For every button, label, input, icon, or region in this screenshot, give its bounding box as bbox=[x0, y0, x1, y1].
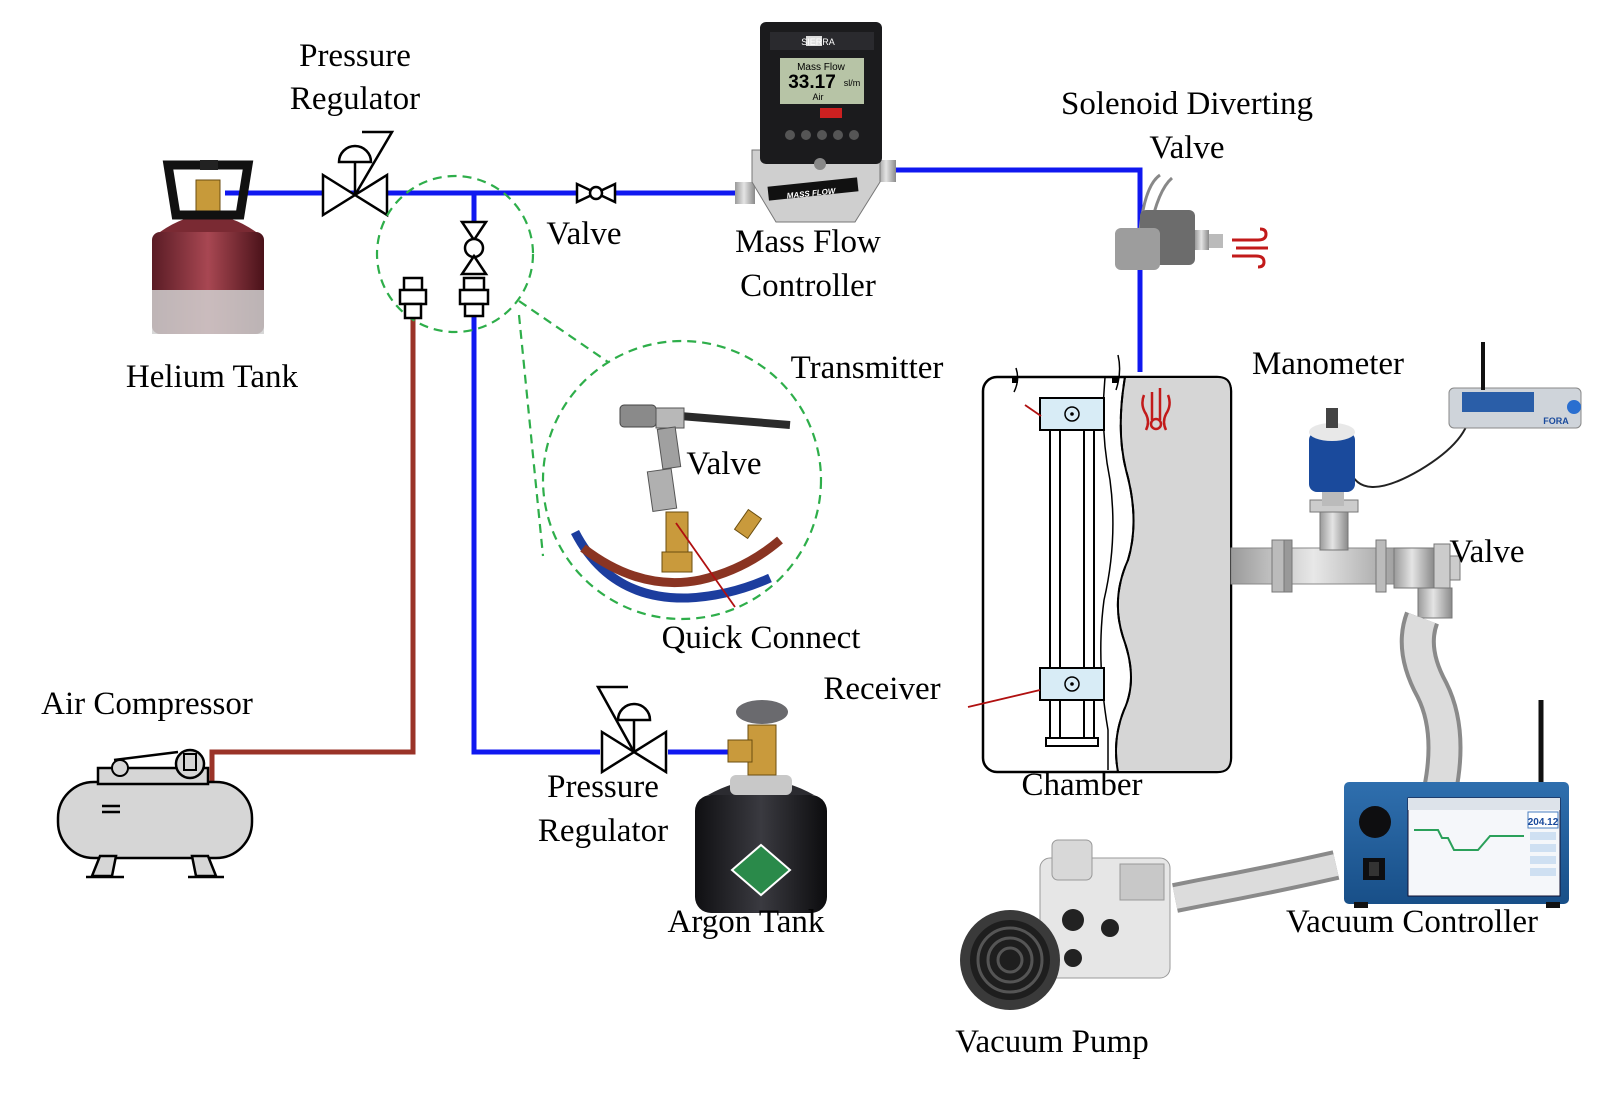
controller-display-reading: 204.12 bbox=[1528, 817, 1559, 828]
receiver-label: Receiver bbox=[823, 671, 940, 707]
heat-icon bbox=[1141, 388, 1171, 431]
manometer-icon bbox=[1309, 342, 1582, 506]
valve-tee-photo bbox=[570, 404, 791, 603]
ball-valve-icon bbox=[458, 220, 490, 318]
chamber-label: Chamber bbox=[1022, 767, 1143, 803]
mass-flow-controller-label-2: Controller bbox=[740, 268, 876, 304]
pressure-regulator-bottom-label-1: Pressure bbox=[547, 769, 659, 805]
vacuum-piping bbox=[1172, 499, 1463, 913]
helium-tank-label: Helium Tank bbox=[126, 359, 299, 395]
quick-connect-callout-line bbox=[675, 522, 736, 608]
mfc-display-unit: sl/m bbox=[844, 78, 861, 88]
mfc-display-gas: Air bbox=[813, 92, 824, 102]
zoom-connector-upper bbox=[518, 300, 609, 363]
quick-connect-icon bbox=[398, 276, 428, 320]
mfc-outlet-line bbox=[890, 167, 1143, 232]
solenoid-valve-label-1: Solenoid Diverting bbox=[1061, 86, 1313, 122]
mfc-brand: SIERRA bbox=[801, 37, 835, 47]
pressure-regulator-bottom-label-2: Regulator bbox=[538, 813, 668, 849]
transmitter-callout-line bbox=[1024, 404, 1042, 417]
mfc-display-reading: 33.17 bbox=[788, 72, 836, 93]
mass-flow-controller-icon bbox=[735, 22, 896, 223]
ball-valve-icon bbox=[575, 182, 617, 204]
vacuum-controller-icon bbox=[1344, 700, 1569, 908]
pressure-regulator-top-label-1: Pressure bbox=[299, 38, 411, 74]
argon-cylinder-icon bbox=[695, 700, 827, 913]
manometer-label: Manometer bbox=[1252, 346, 1404, 382]
gas-lines bbox=[225, 167, 1143, 755]
air-compressor-label: Air Compressor bbox=[41, 686, 253, 722]
chamber bbox=[981, 354, 1233, 774]
compressed-air-line bbox=[209, 318, 416, 790]
argon-branch-line bbox=[471, 310, 600, 755]
solenoid-valve-label-2: Valve bbox=[1149, 130, 1224, 166]
transmitter-label: Transmitter bbox=[791, 350, 944, 386]
vacuum-pump-label: Vacuum Pump bbox=[955, 1024, 1148, 1060]
solenoid-valve-icon bbox=[1115, 173, 1223, 270]
mfc-display-caption: Mass Flow bbox=[797, 62, 846, 73]
valve-top-label: Valve bbox=[546, 216, 621, 252]
exhaust-wind-icon bbox=[1232, 227, 1268, 269]
air-compressor-icon bbox=[56, 748, 254, 879]
zoom-connector-lower bbox=[517, 314, 545, 557]
quick-connect-label: Quick Connect bbox=[662, 620, 861, 656]
manometer-brand: FORA bbox=[1543, 416, 1569, 426]
vacuum-pump-icon bbox=[960, 839, 1171, 1010]
zoom-region-outline bbox=[375, 174, 535, 334]
pressure-regulator-top-label-2: Regulator bbox=[290, 81, 420, 117]
pressure-regulator-icon bbox=[595, 685, 668, 775]
vacuum-controller-label: Vacuum Controller bbox=[1286, 904, 1538, 940]
valve-right-label: Valve bbox=[1449, 534, 1524, 570]
argon-tank-label: Argon Tank bbox=[668, 904, 825, 940]
pressure-regulator-icon bbox=[321, 130, 395, 218]
receiver-callout-line bbox=[967, 689, 1041, 708]
mass-flow-controller-label-1: Mass Flow bbox=[735, 224, 881, 260]
helium-cylinder-icon bbox=[152, 160, 264, 334]
valve-inset-label: Valve bbox=[686, 446, 761, 482]
zoom-inset-outline bbox=[541, 339, 823, 621]
